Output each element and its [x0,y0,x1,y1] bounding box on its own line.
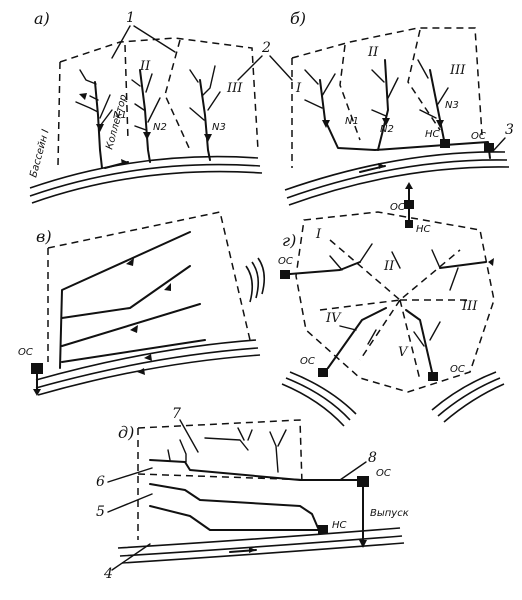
panel-b-boundary [291,27,483,136]
panel-a-letter: а) [34,9,50,28]
panel-a-n2: N2 [153,122,167,133]
panel-a-n3: N3 [212,122,226,133]
lower-zone-collector-2 [149,505,319,531]
panel-g-boundary [295,211,495,393]
panel-d-ns: НС [332,520,347,531]
callout-6: 6 [96,474,105,490]
treatment-station-os [484,143,494,152]
panel-v-os: ОС [18,347,33,358]
panel-b-river [284,151,506,191]
callout-4: 4 [103,566,113,582]
panel-v-collectors [59,231,206,369]
panel-g-os-top: ОС [390,202,405,213]
panel-v-boundary [47,211,251,362]
basin-label: Бассейн I [28,128,51,179]
callout-7: 7 [172,406,181,422]
callout-8: 8 [368,450,377,466]
panel-g-river-br [431,371,505,423]
panel-d-boundary [137,419,303,540]
panel-d-os-box [357,476,369,487]
panel-g-os-br: ОС [450,364,465,375]
panel-b-n2: N2 [380,124,394,135]
basin-divide-2 [164,39,191,151]
collector-n3 [199,79,211,161]
callout-1: 1 [126,10,135,26]
panel-d-letter: д) [118,423,134,442]
panel-g-basin-1: I [315,227,322,242]
panel-d: д) ОС Выпуск НС 6 5 7 8 4 [96,406,409,582]
panel-a-basin-2: II [139,59,151,74]
upper-zone-collector [149,459,361,481]
panel-g-os-bl: ОС [300,356,315,367]
panel-g-basin-5: V [398,345,409,360]
panel-b-letter: б) [290,9,306,28]
lower-zone-collector-1 [149,483,319,529]
panel-d-ns-box [318,525,328,534]
basin-divide-1 [124,44,129,141]
callout-2: 2 [261,40,271,56]
panel-v: в) ОС [18,211,261,396]
callout-5: 5 [96,504,105,520]
panel-a: а) Бассейн I Коллектор N1 N2 N3 II III [28,9,263,204]
panel-g-os-left: ОС [278,256,293,267]
outlet-label: Выпуск [370,508,409,519]
panel-a-boundary [59,37,259,151]
panel-g-river-bl [281,371,357,427]
callout-2-leaders [237,55,293,81]
panel-v-os-box [31,363,43,374]
panel-b-basin-1: I [295,81,302,96]
callout-1-leaders [111,25,176,59]
panel-g-letter: г) [282,231,296,250]
panel-g-basin-2: II [383,259,395,274]
panel-b-basin-3: III [449,63,466,78]
panel-g-basin-3: III [461,299,478,314]
panel-g-ns: НС [416,224,431,235]
panel-g-river-left [245,257,266,303]
callout-3: 3 [505,122,514,138]
collector-label: Коллектор [104,93,129,150]
panel-d-river [117,527,405,564]
panel-v-river [35,339,257,381]
panel-a-basin-3: III [226,81,243,96]
pump-station-ns [440,139,450,148]
panel-d-os: ОС [376,468,391,479]
panel-g-basin-4: IV [325,311,342,326]
panel-a-n1: N1 [113,110,127,121]
panel-v-letter: в) [36,227,52,246]
panel-b: б) НС ОС I II III N1 N2 N3 3 [284,9,514,206]
panel-b-ns: НС [425,129,440,140]
panel-g-os-top-box [404,200,414,209]
panel-g: г) ОС НС ОС ОС ОС I II III IV V [245,182,505,427]
panel-b-n3: N3 [445,100,459,111]
panel-b-os: ОС [471,131,486,142]
panel-b-basin-2: II [367,45,379,60]
river-line [29,155,259,189]
panel-b-n1: N1 [345,116,359,127]
